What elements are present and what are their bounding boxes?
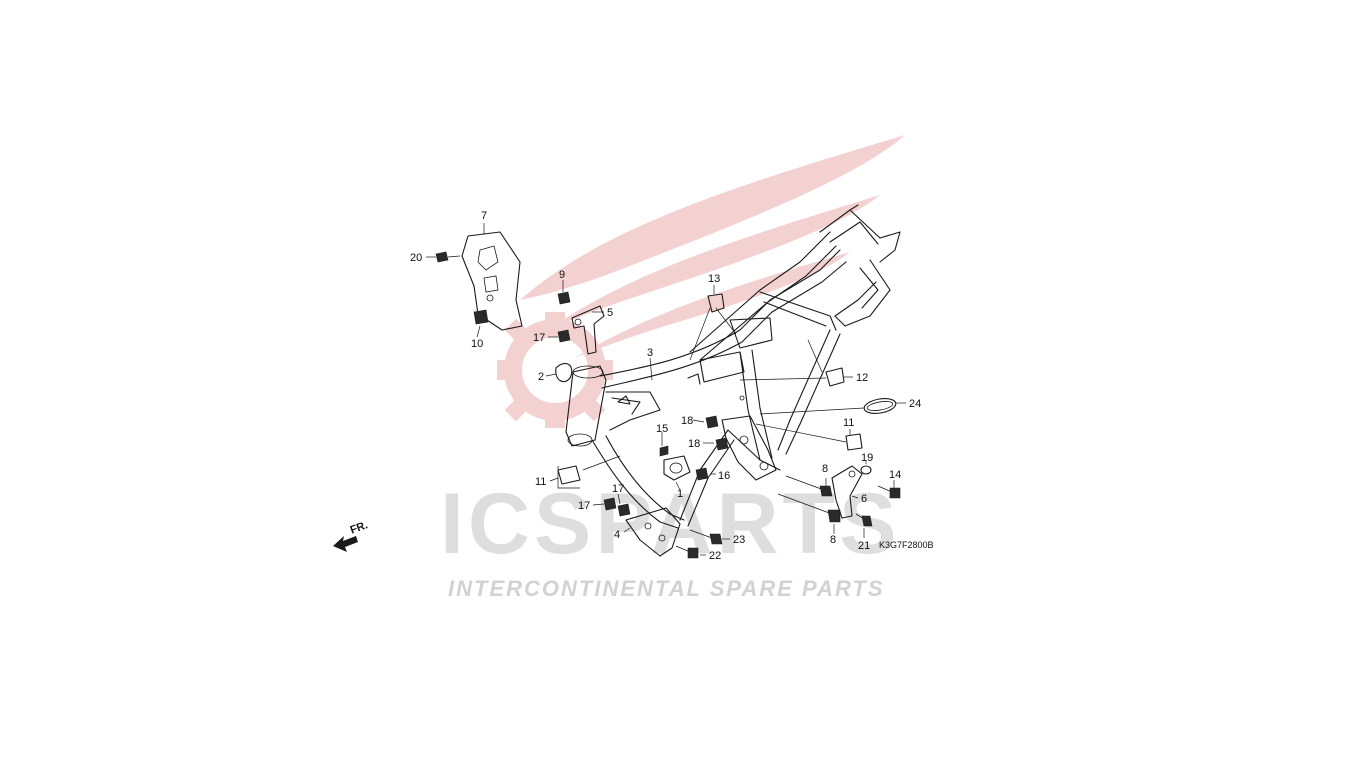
part-5-bracket	[571, 305, 605, 355]
arrow-left-icon	[333, 536, 358, 552]
callout-5: 5	[607, 307, 613, 319]
direction-label: FR.	[349, 519, 370, 536]
part-8-bolt-upper	[785, 475, 833, 497]
part-23-bolt	[689, 529, 723, 545]
callout-8-upper: 8	[822, 463, 828, 475]
part-20-screw	[435, 251, 461, 263]
callout-8-lower: 8	[830, 534, 836, 546]
watermark: ICSPARTS INTERCONTINENTAL SPARE PARTS	[440, 135, 905, 601]
part-21-bolt	[855, 513, 873, 527]
part-12-clip	[825, 367, 845, 387]
callout-14: 14	[889, 469, 901, 481]
frame-body-drawing	[565, 204, 901, 529]
callout-18-upper: 18	[681, 415, 693, 427]
part-15-bolt	[659, 445, 669, 457]
part-10-nut	[473, 309, 489, 325]
part-1-clamp	[663, 455, 691, 481]
callout-20: 20	[410, 252, 422, 264]
part-17-nut-upper	[557, 329, 571, 343]
callout-17-lower-a: 17	[578, 500, 590, 512]
part-16-nut	[695, 467, 709, 481]
callout-15: 15	[656, 423, 668, 435]
part-11-clip-left	[557, 465, 581, 485]
watermark-logo-text: ICSPARTS	[440, 476, 900, 572]
part-24-band	[863, 398, 897, 414]
part-22-bolt	[675, 545, 699, 559]
part-14-bolt	[877, 485, 901, 499]
callout-21: 21	[858, 540, 870, 552]
part-9-nut	[557, 291, 571, 305]
callout-12: 12	[856, 372, 868, 384]
part-11-clip-right	[845, 433, 863, 451]
callout-9: 9	[559, 269, 565, 281]
callout-16: 16	[718, 470, 730, 482]
part-17-nut-lower-a	[603, 497, 617, 511]
callout-13: 13	[708, 273, 720, 285]
part-6-bracket	[831, 465, 863, 519]
callout-7: 7	[481, 210, 487, 222]
part-19-washer	[860, 465, 872, 475]
callout-labels: 7 20 10 9 5 17 2 3 13 12 24 11 18 15 18 …	[410, 210, 934, 562]
callout-17-upper: 17	[533, 332, 545, 344]
part-17-nut-lower-b	[617, 503, 631, 517]
callout-3: 3	[647, 347, 653, 359]
front-direction-arrow: FR.	[333, 519, 369, 552]
callout-1: 1	[677, 488, 683, 500]
callout-24: 24	[909, 398, 921, 410]
callout-23: 23	[733, 534, 745, 546]
callout-6: 6	[861, 493, 867, 505]
watermark-wing-logo	[497, 135, 905, 428]
part-2-clamp	[555, 363, 573, 383]
callout-17-lower-b: 17	[612, 483, 624, 495]
watermark-tagline: INTERCONTINENTAL SPARE PARTS	[448, 576, 885, 601]
part-8-bolt-lower	[777, 493, 841, 523]
callout-4: 4	[614, 529, 620, 541]
part-4-bracket	[625, 507, 681, 557]
leader-lines	[426, 223, 906, 556]
callout-18-lower: 18	[688, 438, 700, 450]
callout-11-right: 11	[843, 417, 854, 429]
callout-11-left: 11	[535, 476, 546, 488]
callout-22: 22	[709, 550, 721, 562]
part-18-nut-upper	[705, 415, 719, 429]
callout-2: 2	[538, 371, 544, 383]
part-18-nut-lower	[715, 437, 729, 451]
part-13-clip	[707, 293, 725, 313]
diagram-code: K3G7F2800B	[879, 540, 934, 550]
part-7-side-cover	[461, 231, 523, 331]
callout-19: 19	[861, 452, 873, 464]
callout-10: 10	[471, 338, 483, 350]
